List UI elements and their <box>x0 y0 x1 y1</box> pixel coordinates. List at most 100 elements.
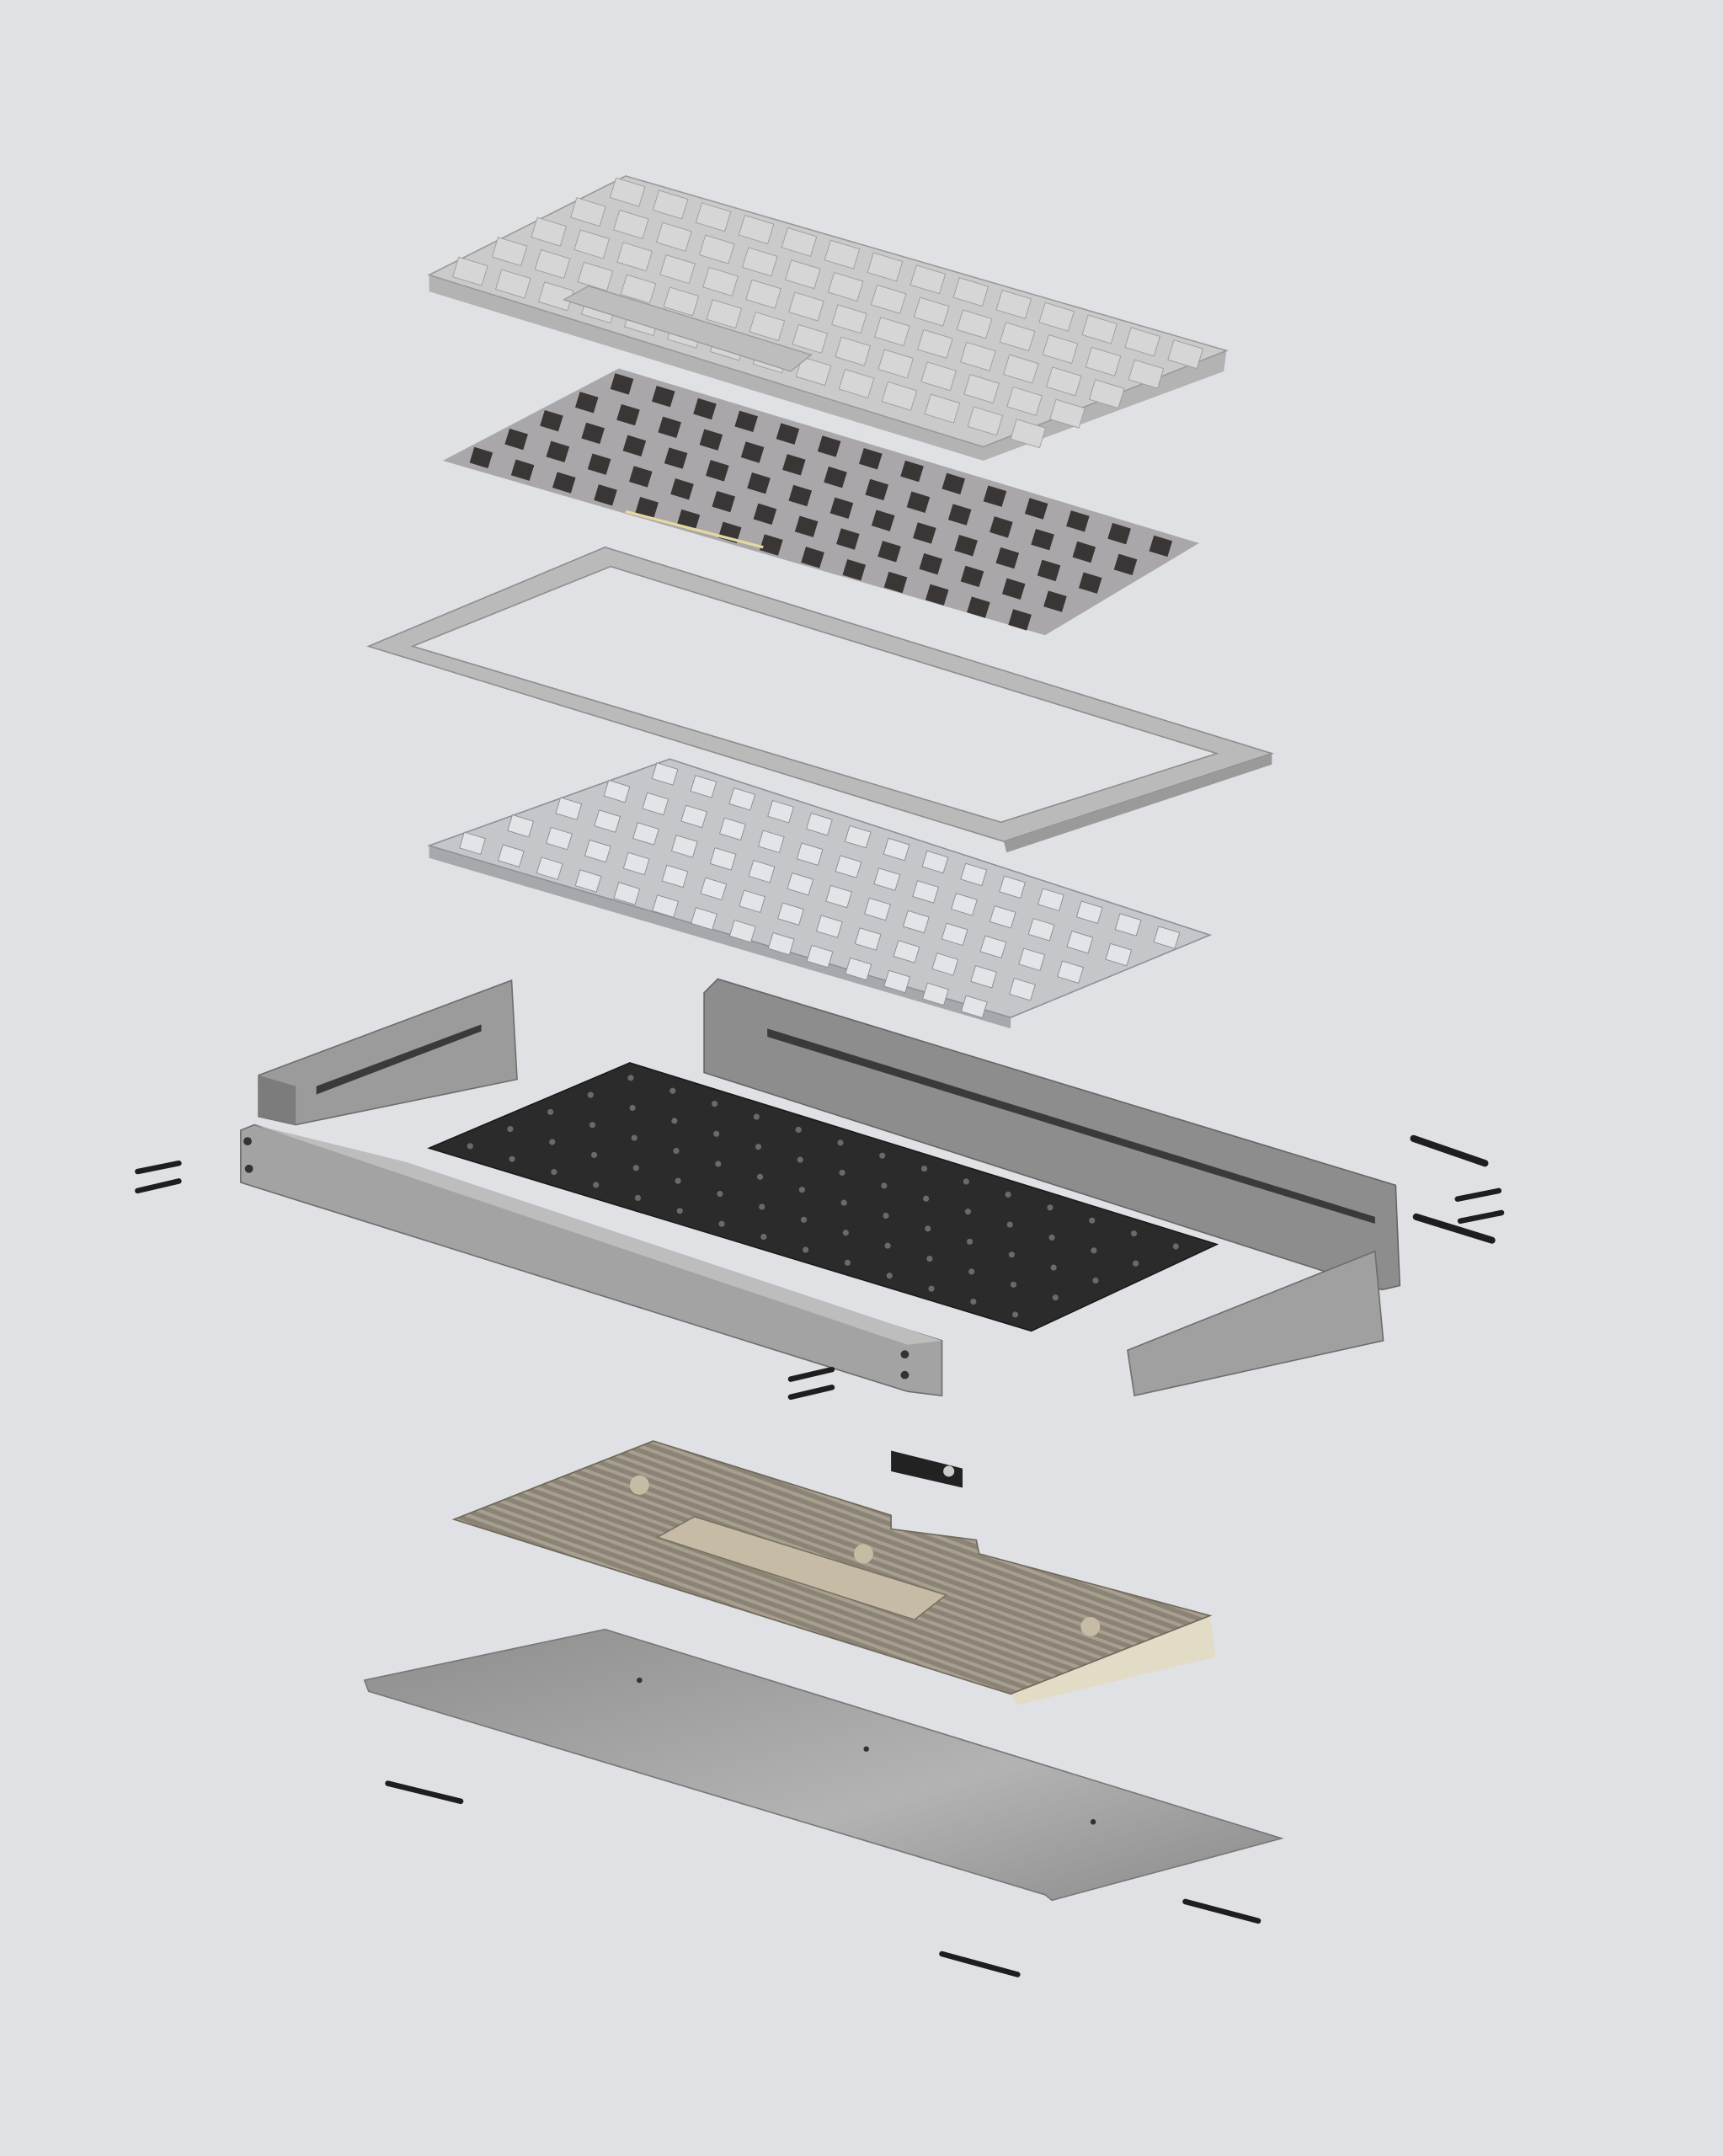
plategrid-cell <box>767 799 795 824</box>
pcbholes-cell <box>1133 1260 1139 1267</box>
pcbholes-cell <box>928 1285 935 1292</box>
pcbholes-cell <box>839 1169 845 1177</box>
keygrid-cell <box>788 291 824 322</box>
pcbholes-cell <box>879 1152 886 1159</box>
weight-logo-badge <box>655 1515 948 1621</box>
keygrid-cell <box>652 189 689 220</box>
keygrid-cell <box>620 274 657 304</box>
pcbholes-cell <box>711 1101 718 1107</box>
switchgrid-cell <box>651 385 675 408</box>
pcbholes-cell <box>795 1126 802 1134</box>
switchgrid-cell <box>610 373 634 395</box>
spacebar-keycap <box>562 285 813 372</box>
keygrid-cell <box>999 322 1036 352</box>
pcbholes-cell <box>970 1298 977 1305</box>
plategrid-cell <box>1057 960 1085 984</box>
plategrid-cell <box>739 889 766 914</box>
pcbholes-cell <box>1005 1191 1011 1198</box>
keygrid-cell <box>663 286 700 317</box>
plate <box>426 758 1213 1029</box>
switchgrid-cell <box>546 440 570 463</box>
plategrid-cell <box>941 922 968 947</box>
keygrid-cell <box>702 266 739 296</box>
pcbholes-cell <box>547 1108 554 1115</box>
pcbholes-cell <box>1008 1251 1015 1258</box>
keygrid-cell <box>1167 339 1204 370</box>
plategrid-cell <box>815 915 843 938</box>
plategrid-cell <box>574 869 602 893</box>
switchgrid-cell <box>919 552 943 575</box>
pcbholes-cell <box>717 1190 723 1198</box>
plategrid-cell <box>1037 888 1064 912</box>
switchgrid-cell <box>670 478 694 500</box>
pcbholes-cell <box>923 1195 930 1202</box>
plategrid-cell <box>883 837 910 862</box>
pcbholes-cell <box>798 1187 805 1193</box>
switchgrid-cell <box>865 478 889 501</box>
switchgrid-cell <box>871 510 895 531</box>
switchgrid-cell <box>990 516 1013 538</box>
switchgrid-cell <box>883 571 908 594</box>
keygrid-cell <box>956 309 993 339</box>
plategrid-cell <box>970 965 998 989</box>
plategrid-cell <box>873 867 901 891</box>
switchgrid-cell <box>760 534 783 556</box>
pcbholes-cell <box>507 1126 514 1133</box>
plategrid-cell <box>835 855 862 878</box>
plategrid-cell <box>691 907 717 931</box>
pcbholes-cell <box>1052 1294 1059 1301</box>
keygrid-cell <box>695 202 732 232</box>
switchgrid-cell <box>925 584 949 606</box>
switchgrid-cell <box>942 472 966 495</box>
plategrid-cell <box>950 893 978 916</box>
pcbholes-cell <box>713 1130 720 1137</box>
keygrid-cell <box>870 284 907 314</box>
pcbholes-cell <box>593 1182 600 1188</box>
switchgrid-cell <box>1037 559 1061 582</box>
switchgrid-cell <box>878 541 901 563</box>
keygrid-cell <box>795 356 832 387</box>
pcbholes-cell <box>675 1177 681 1184</box>
switchgrid-cell <box>747 472 771 494</box>
plategrid-cell <box>670 835 698 858</box>
pcbholes-cell <box>551 1169 557 1176</box>
switchgrid-cell <box>1008 609 1032 631</box>
plategrid-cell <box>883 969 911 994</box>
switchgrid-cell <box>1066 510 1090 532</box>
plategrid-cell <box>757 830 785 854</box>
keygrid-cell <box>659 254 696 285</box>
pcbholes-cell <box>715 1161 722 1167</box>
switchgrid-cell <box>967 596 990 618</box>
plategrid-cell <box>613 882 641 905</box>
plategrid-cell <box>805 812 833 836</box>
keygrid-cell <box>995 289 1032 320</box>
keygrid-cell <box>824 239 861 270</box>
switchgrid-cell <box>658 416 681 439</box>
keygrid-cell <box>827 271 864 302</box>
pcbholes-cell <box>1010 1281 1017 1288</box>
switchgrid-cell <box>1072 541 1096 563</box>
switchgrid-cell <box>947 504 972 526</box>
keygrid-cell <box>655 221 692 252</box>
plategrid-cell <box>594 809 621 833</box>
switchgrid-cell <box>782 454 806 476</box>
pcbholes-cell <box>968 1268 975 1275</box>
pcbholes-cell <box>1050 1264 1057 1271</box>
pcbholes-cell <box>800 1216 808 1223</box>
plategrid-cell <box>845 957 872 981</box>
pcbholes-cell <box>797 1156 803 1163</box>
pcbholes-cell <box>587 1091 594 1098</box>
pcbholes-cell <box>1047 1204 1054 1211</box>
case-back-wall <box>703 978 1401 1291</box>
keycap-grid <box>451 177 1204 449</box>
plategrid-cell <box>806 944 834 969</box>
keygrid-cell <box>878 349 915 379</box>
plategrid-cell <box>1114 913 1142 937</box>
pcbholes-cell <box>925 1225 931 1232</box>
plategrid-cell <box>536 857 563 880</box>
keygrid-cell <box>534 248 571 280</box>
switchgrid-cell <box>776 423 800 445</box>
switchgrid-cell <box>794 515 819 537</box>
pcbholes-cell <box>840 1199 847 1206</box>
